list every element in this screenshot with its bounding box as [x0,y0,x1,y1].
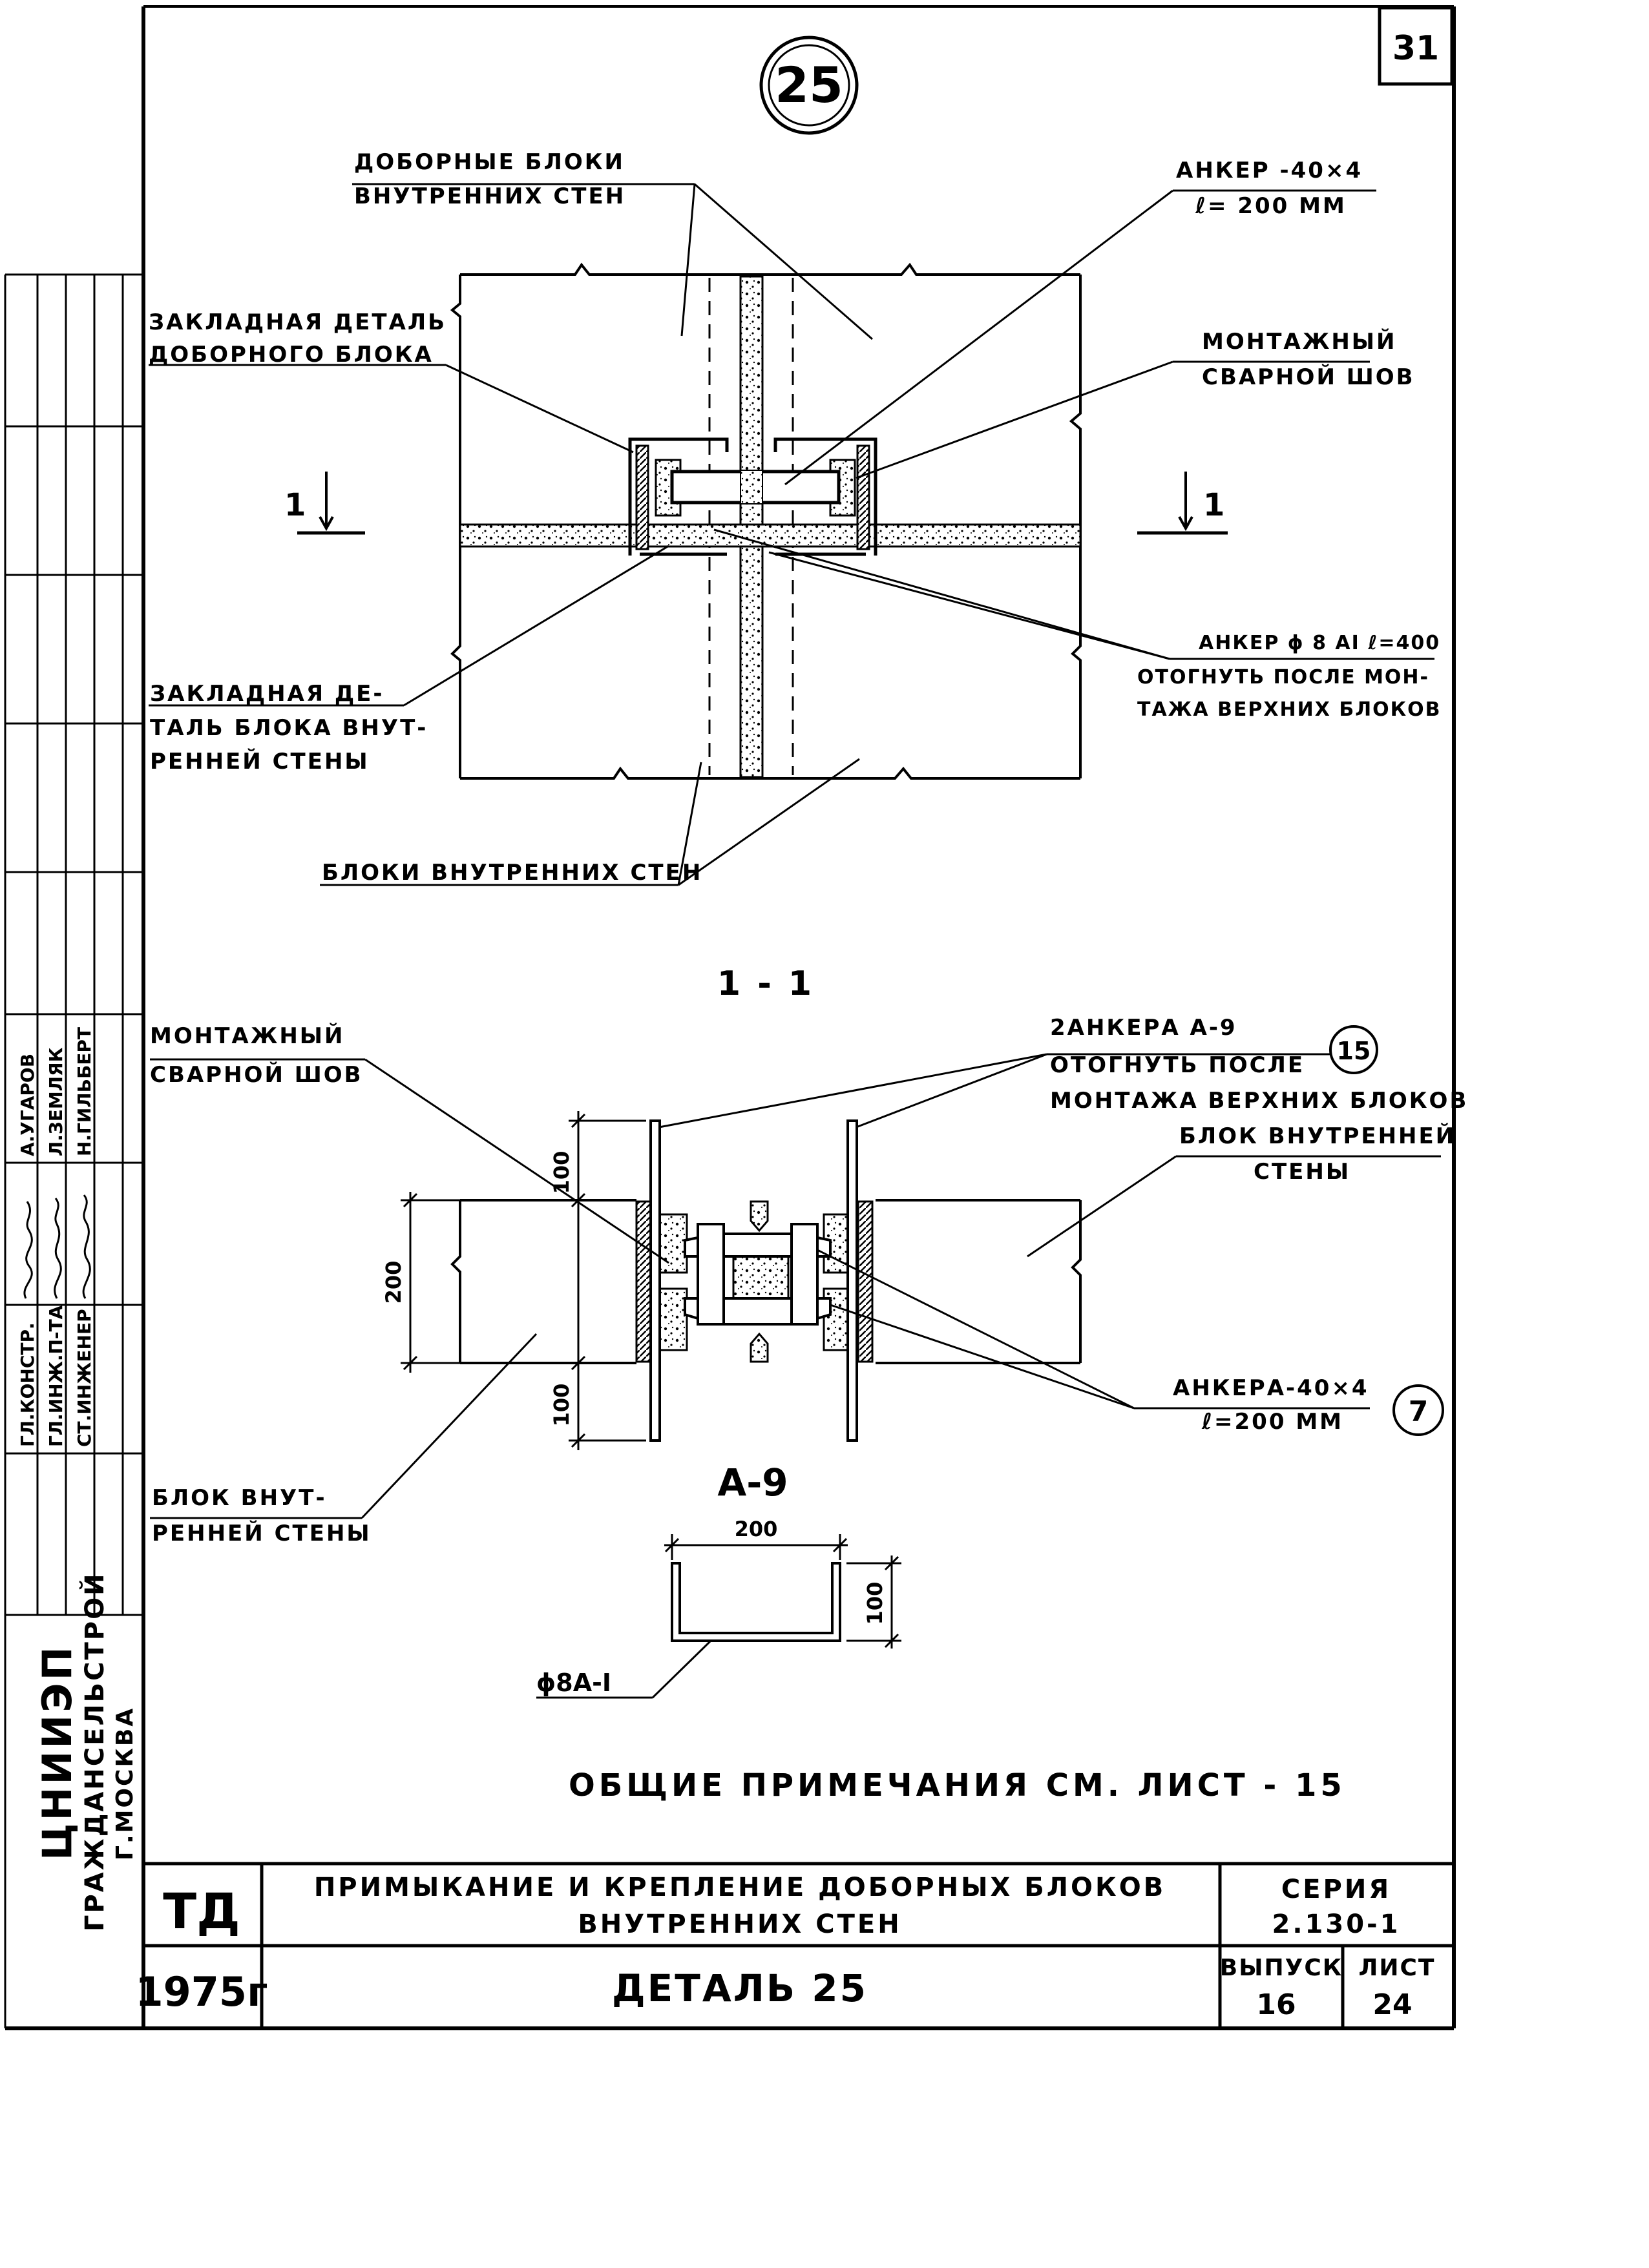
title-series-value: 2.130-1 [1272,1909,1401,1939]
label-embedded-wall-1: ЗАКЛАДНАЯ ДЕ- [150,681,384,707]
label-section-weld-1: МОНТАЖНЫЙ [150,1023,344,1049]
label-extra-blocks-1: ДОБОРНЫЕ БЛОКИ [354,149,625,175]
label-embedded-wall-2: ТАЛЬ БЛОКА ВНУТ- [150,715,428,741]
section-anchor-rods [649,1119,858,1442]
stamp-name-1: А.УГАРОВ [17,1054,38,1156]
title-sheet-value: 24 [1372,1988,1412,2021]
label-block-right-2: СТЕНЫ [1254,1159,1350,1185]
label-embedded-extra-1: ЗАКЛАДНАЯ ДЕТАЛЬ [149,309,446,335]
title-series-label: СЕРИЯ [1281,1875,1391,1904]
title-line-2: ВНУТРЕННИХ СТЕН [578,1909,901,1939]
label-anchors-plate-2: ℓ=200 ММ [1201,1409,1343,1435]
callout-anchor-plate: 7 [1392,1384,1444,1436]
detail-a9-title: А-9 [717,1461,788,1504]
label-anchor-plate-1: АНКЕР -40×4 [1176,158,1363,183]
title-year: 1975г [136,1968,268,2015]
plan-hidden-lines [708,278,794,775]
section-title: 1 - 1 [717,964,814,1003]
page-number: 31 [1392,29,1439,68]
section-dimensions [401,1111,646,1450]
stamp-name-2: Л.ЗЕМЛЯК [45,1047,67,1156]
stamp-role-chief-constructor: ГЛ.КОНСТР. [17,1322,38,1447]
signature-marks [23,1194,91,1299]
plan-block-outline [450,262,1082,780]
label-section-weld-2: СВАРНОЙ ШОВ [150,1061,363,1088]
label-anchor-rod-3: ТАЖА ВЕРХНИХ БЛОКОВ [1137,698,1442,721]
label-embedded-extra-2: ДОБОРНОГО БЛОКА [149,342,434,368]
label-wall-blocks: БЛОКИ ВНУТРЕННИХ СТЕН [322,860,702,886]
title-issue-label: ВЫПУСК [1220,1955,1343,1981]
detail-a9: А-9 200 100 ϕ8А-Ⅰ [536,1461,901,1699]
label-two-anchors-2: ОТОГНУТЬ ПОСЛЕ [1050,1052,1305,1078]
label-anchor-plate-2: ℓ= 200 ММ [1195,193,1347,219]
svg-text:1: 1 [1203,487,1224,523]
plan-leader-lines [149,183,1434,886]
svg-text:1: 1 [284,487,306,523]
stamp-role-chief-engineer: ГЛ.ИНЖ.П-ТА [45,1305,67,1447]
label-embedded-wall-3: РЕННЕЙ СТЕНЫ [150,748,370,775]
title-line-1: ПРИМЫКАНИЕ И КРЕПЛЕНИЕ ДОБОРНЫХ БЛОКОВ [314,1873,1166,1902]
detail-a9-rebar-label: ϕ8А-Ⅰ [536,1669,611,1697]
label-extra-blocks-2: ВНУТРЕННИХ СТЕН [354,183,625,209]
label-anchors-plate-1: АНКЕРА-40×4 [1173,1375,1369,1401]
title-sheet-name: ДЕТАЛЬ 25 [612,1966,868,2010]
detail-a9-dim-height: 100 [863,1582,887,1625]
title-org-code: ТД [163,1882,240,1940]
dim-top: 100 [549,1151,574,1194]
label-plan-weld-1: МОНТАЖНЫЙ [1202,328,1396,355]
section-mark-right: 1 [1137,472,1228,535]
detail-a9-dimensions [536,1534,901,1699]
general-note: ОБЩИЕ ПРИМЕЧАНИЯ СМ. ЛИСТ - 15 [569,1767,1346,1804]
label-two-anchors-1: 2АНКЕРА А-9 [1050,1015,1237,1041]
section-embedded-plates [635,1200,874,1363]
detail-a9-rebar [671,1562,841,1642]
plan-joint-through-plate [740,470,763,505]
section-anchor-plates [684,1223,832,1326]
detail-number: 25 [775,56,843,114]
plan-embedded-plate [628,437,877,556]
section-mark-left: 1 [284,472,365,535]
section-leader-lines [150,1053,1441,1519]
plan-view: 1 1 [149,149,1442,886]
svg-text:7: 7 [1409,1395,1429,1428]
svg-text:15: 15 [1337,1037,1371,1065]
label-block-right-1: БЛОК ВНУТРЕННЕЙ [1179,1123,1456,1149]
label-anchor-rod-2: ОТОГНУТЬ ПОСЛЕ МОН- [1137,666,1429,689]
dim-bottom: 100 [549,1384,574,1427]
dim-height: 200 [381,1261,406,1304]
stamp-city: Г.МОСКВА [112,1707,138,1860]
stamp-org-name: ЦНИИЭП [34,1644,81,1860]
plan-horizontal-joint [459,523,1082,548]
title-issue-value: 16 [1256,1988,1296,2021]
callout-anchor-a9: 15 [1329,1025,1378,1074]
label-plan-weld-2: СВАРНОЙ ШОВ [1202,364,1415,390]
page-number-box: 31 [1378,6,1454,86]
title-block: ТД 1975г ПРИМЫКАНИЕ И КРЕПЛЕНИЕ ДОБОРНЫХ… [136,1862,1454,2028]
stamp-org-sub: ГРАЖДАНСЕЛЬСТРОЙ [79,1572,110,1931]
label-two-anchors-3: МОНТАЖА ВЕРХНИХ БЛОКОВ [1050,1088,1468,1114]
title-sheet-label: ЛИСТ [1358,1955,1435,1981]
section-view: 1 - 1 [150,964,1468,1546]
side-stamp: ГЛ.КОНСТР. ГЛ.ИНЖ.П-ТА СТ.ИНЖЕНЕР А.УГАР… [5,275,143,1931]
label-block-left-1: БЛОК ВНУТ- [152,1485,327,1511]
detail-a9-dim-width: 200 [735,1517,778,1541]
label-anchor-rod-1: АНКЕР ϕ 8 АⅠ ℓ=400 [1199,632,1440,654]
stamp-name-3: Н.ГИЛЬБЕРТ [74,1027,95,1156]
label-block-left-2: РЕННЕЙ СТЕНЫ [152,1520,372,1546]
sheet-frame [4,5,1456,2030]
section-joint [750,1200,769,1363]
detail-number-badge: 25 [759,36,859,135]
stamp-role-senior-engineer: СТ.ИНЖЕНЕР [74,1309,95,1447]
